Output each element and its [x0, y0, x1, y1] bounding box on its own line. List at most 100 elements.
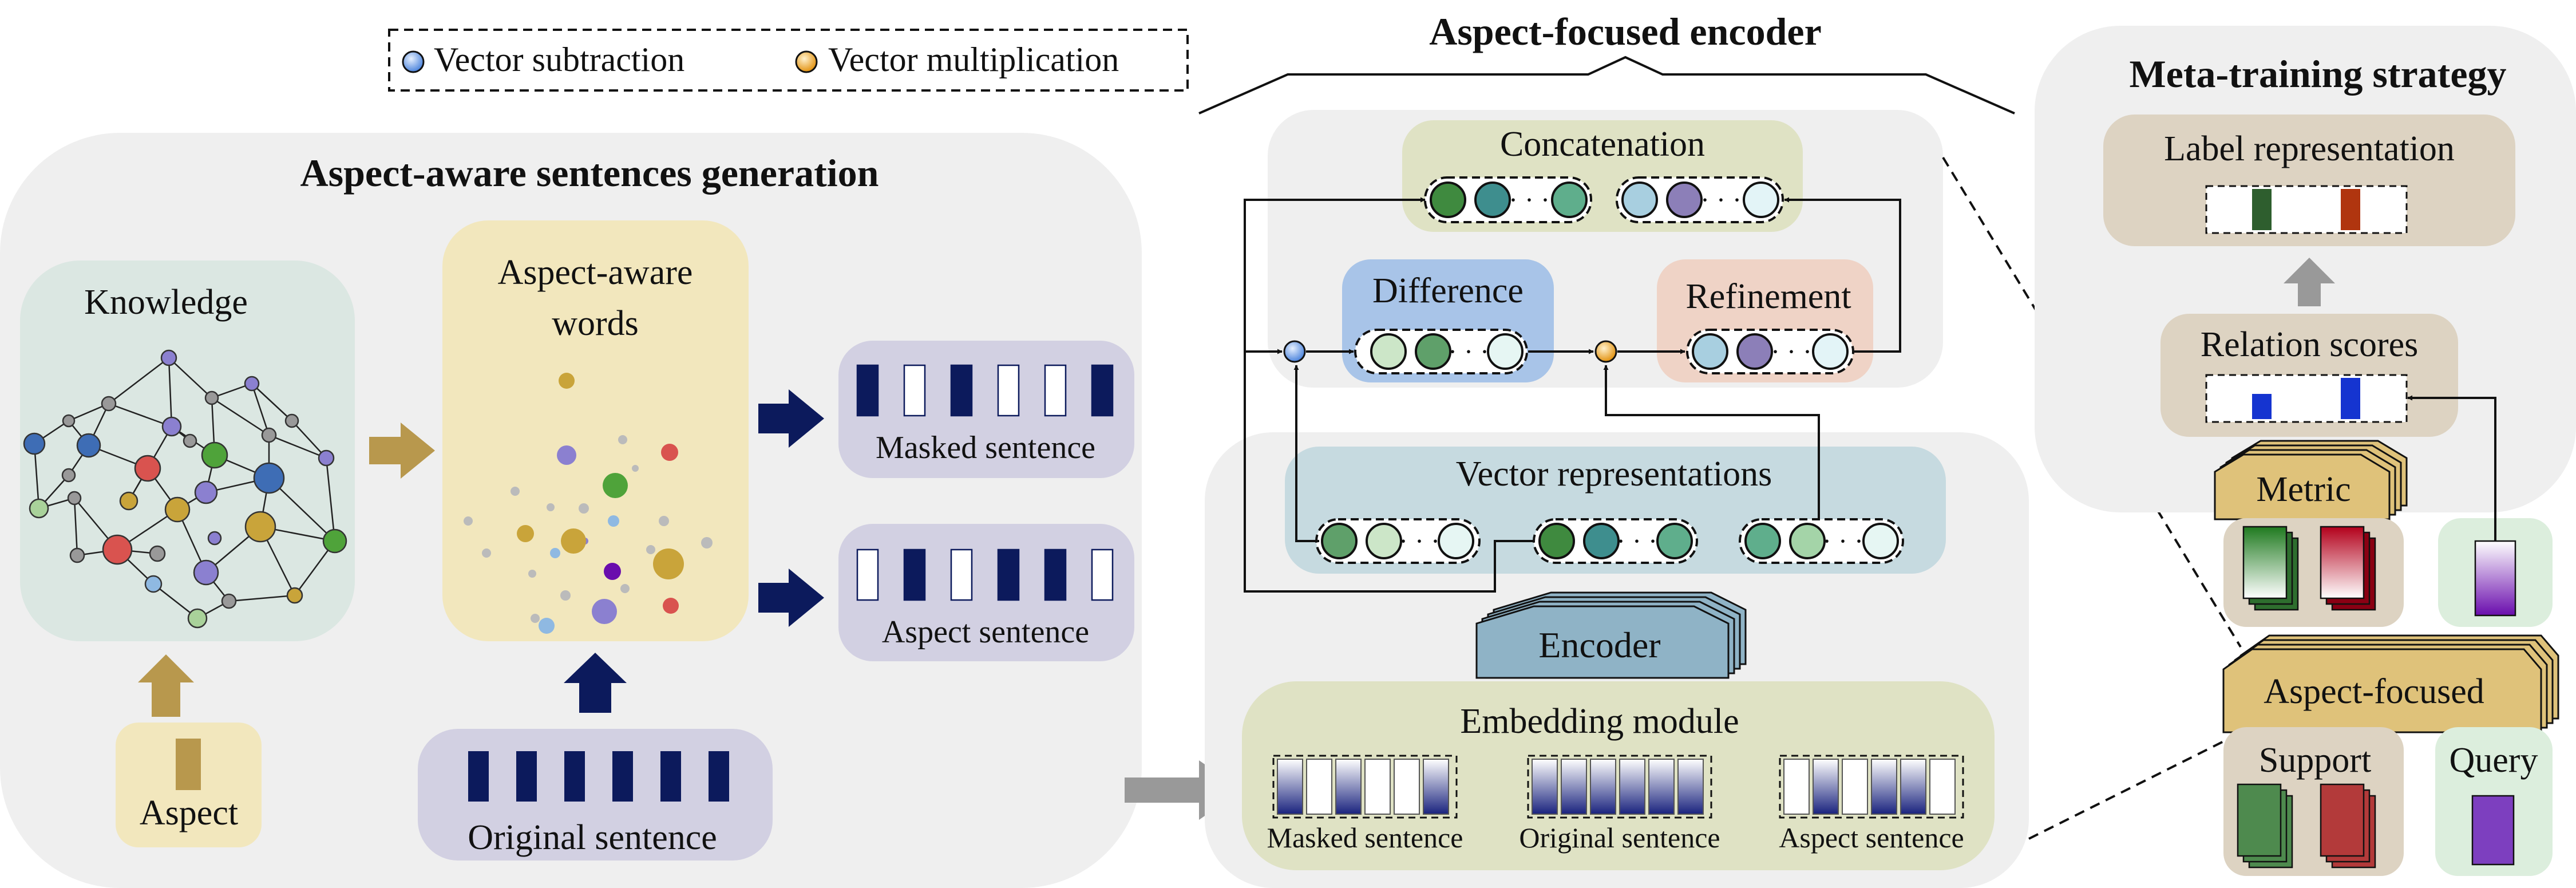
vector-element [1474, 181, 1511, 218]
ellipsis: · · · [1822, 526, 1863, 557]
original-sentence-panel [418, 729, 773, 861]
ellipsis: · · · [1399, 526, 1440, 557]
vector-element [1583, 523, 1620, 559]
word-dots [464, 373, 713, 634]
embedding-original [1527, 755, 1712, 819]
vector-element [1430, 181, 1466, 218]
original-sentence-tokens [468, 751, 729, 802]
embedding-aspect [1779, 755, 1964, 819]
label-red-bar [2341, 189, 2360, 230]
up-arrow-icon [138, 654, 194, 717]
metric-label: Metric [2256, 470, 2351, 509]
support-features [2242, 526, 2376, 611]
support-samples [2237, 783, 2376, 869]
aspect-sentence-label: Aspect sentence [882, 614, 1089, 650]
meta-section: Meta-training strategy Label representat… [2035, 26, 2576, 876]
vector-element [1812, 333, 1849, 370]
concatenation-label: Concatenation [1500, 125, 1705, 164]
query-sample [2471, 795, 2515, 866]
vector-element [1656, 523, 1693, 559]
vector-element [1789, 523, 1826, 559]
embedding-module-label: Embedding module [1460, 702, 1739, 741]
encoder-label: Encoder [1538, 625, 1660, 665]
aspect-sentence-tokens [856, 548, 1114, 601]
vector-element [1666, 181, 1703, 218]
label-vector-box [2205, 185, 2408, 234]
generation-title: Aspect-aware sentences generation [300, 151, 879, 195]
masked-sentence-tokens [856, 364, 1114, 417]
ellipsis: · · · [1700, 185, 1742, 215]
vector-representations-label: Vector representations [1456, 455, 1772, 494]
encoder-block: Encoder [1475, 591, 1747, 679]
vector-multiplication-icon [1594, 340, 1617, 363]
vector-element [1862, 523, 1899, 559]
encoder-title: Aspect-focused encoder [1429, 10, 1822, 53]
difference-label: Difference [1372, 271, 1524, 310]
vector-element [1744, 523, 1781, 559]
vector-element [1736, 333, 1773, 370]
dashed-connector [2028, 732, 2241, 840]
ellipsis: · · · [1771, 337, 1812, 367]
generation-section: Aspect-aware sentences generation Knowle… [0, 133, 1142, 888]
label-representation-label: Label representation [2164, 129, 2455, 168]
score-bar [2341, 378, 2360, 419]
ellipsis: · · · [1448, 337, 1489, 367]
encoder-connectors [1244, 197, 1901, 593]
vector-element [1551, 181, 1588, 218]
legend: Vector subtraction Vector multiplication [388, 29, 1189, 92]
embedding-masked [1272, 755, 1458, 819]
embedding-masked-label: Masked sentence [1267, 822, 1463, 854]
query-feature [2474, 540, 2516, 617]
aspect-focused-block: Aspect-focused [2222, 634, 2559, 733]
aspect-focused-label: Aspect-focused [2264, 672, 2484, 711]
vector-element [1621, 181, 1658, 218]
query-to-scores-arrow [2407, 395, 2496, 541]
vector-element [1743, 181, 1779, 218]
knowledge-graph-nodes [23, 349, 347, 629]
embedding-aspect-label: Aspect sentence [1779, 822, 1964, 854]
dashed-connector [1942, 156, 2242, 648]
masked-sentence-label: Masked sentence [876, 430, 1095, 465]
vector-element [1370, 333, 1407, 370]
label-green-bar [2252, 189, 2272, 230]
right-arrow-icon [758, 389, 824, 448]
scores-vector-box [2205, 374, 2408, 423]
original-sentence-label: Original sentence [468, 818, 717, 857]
vector-element [1487, 333, 1524, 370]
right-arrow-icon [758, 569, 824, 627]
up-arrow-icon [564, 653, 627, 713]
score-bar [2252, 394, 2272, 419]
vector-element [1438, 523, 1474, 559]
ellipsis: · · · [1616, 526, 1657, 557]
vector-subtraction-icon [1283, 340, 1306, 363]
vector-element [1692, 333, 1728, 370]
ellipsis: · · · [1509, 185, 1550, 215]
legend-box [388, 29, 1189, 92]
meta-title: Meta-training strategy [2129, 52, 2506, 96]
embedding-module-box [1242, 681, 1995, 870]
up-arrow-icon [2284, 258, 2335, 306]
encoder-brace [1198, 56, 2015, 115]
vector-element [1366, 523, 1402, 559]
aspect-words-label-line2: words [552, 304, 639, 343]
metric-block: Metric [2214, 440, 2408, 520]
vector-element [1538, 523, 1575, 559]
aspect-label: Aspect [140, 794, 238, 832]
vector-element [1321, 523, 1358, 559]
refinement-label: Refinement [1685, 277, 1851, 316]
aspect-words-label-line1: Aspect-aware [498, 253, 693, 292]
legend-subtraction-label: Vector subtraction [434, 41, 684, 78]
relation-scores-label: Relation scores [2201, 325, 2419, 364]
vector-subtraction-icon [402, 50, 425, 73]
right-arrow-icon [369, 423, 435, 479]
support-label: Support [2259, 741, 2371, 780]
vector-element [1415, 333, 1451, 370]
legend-multiplication-label: Vector multiplication [828, 41, 1119, 78]
vector-multiplication-icon [795, 50, 818, 73]
encoder-section: Aspect-focused encoder Concatenation · ·… [1198, 10, 2242, 888]
aspect-token [176, 739, 201, 790]
embedding-original-label: Original sentence [1519, 822, 1720, 854]
query-label: Query [2450, 741, 2538, 780]
knowledge-label: Knowledge [84, 283, 248, 322]
